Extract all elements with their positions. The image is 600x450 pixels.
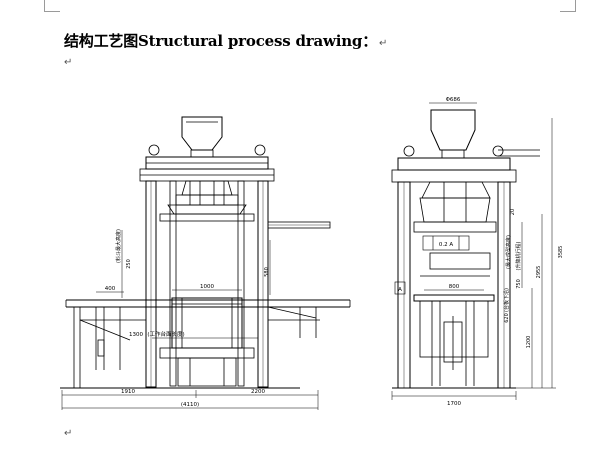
front-view [60,116,351,410]
dim-hopper-diameter: Φ686 [446,97,461,103]
dim-total-width: (4110) [181,402,199,408]
dim-side-width: 1700 [447,401,461,407]
dim-1200: 1200 [526,336,532,349]
datum-a-label: A [398,287,402,293]
paragraph-mark-icon: ↵ [379,38,388,49]
corner-mark-top-left-v [44,0,45,12]
page-heading: 结构工艺图Structural process drawing：↵ [64,30,387,51]
dim-table-length-label: (工作台面长度) [147,330,184,338]
dim-750: 750 [516,279,522,289]
dim-620: 620 [504,313,510,323]
side-view [391,102,556,400]
reference-box-text: 0.2 A [439,242,453,248]
dim-620-label: (台板下沿) [503,288,510,312]
dim-580: 580 [264,267,270,277]
dim-table-length: 1300 [129,332,143,338]
dim-total-height: 3585 [558,246,564,259]
dim-right-length: 2200 [251,389,265,395]
dim-left-length: 1910 [121,389,135,395]
dim-250-label: (料斗最大高度) [115,229,122,263]
dim-2955: 2955 [536,266,542,279]
dim-250: 250 [126,259,132,269]
paragraph-mark-icon: ↵ [64,57,73,68]
heading-chinese: 结构工艺图 [64,32,139,50]
corner-mark-top-left-h [44,11,60,12]
corner-mark-top-right-h [560,11,576,12]
dim-400: 400 [105,286,116,292]
dim-20: 20 [510,209,516,215]
heading-english: Structural process drawing： [138,32,377,50]
dim-upper-label: (最大成型高度) [505,235,512,269]
dim-800: 800 [449,284,460,290]
dim-750-label: (升降机行程) [515,242,522,271]
corner-mark-top-right-v [575,0,576,12]
paragraph-mark-icon: ↵ [64,428,73,439]
dim-mould-width: 1000 [200,284,214,290]
